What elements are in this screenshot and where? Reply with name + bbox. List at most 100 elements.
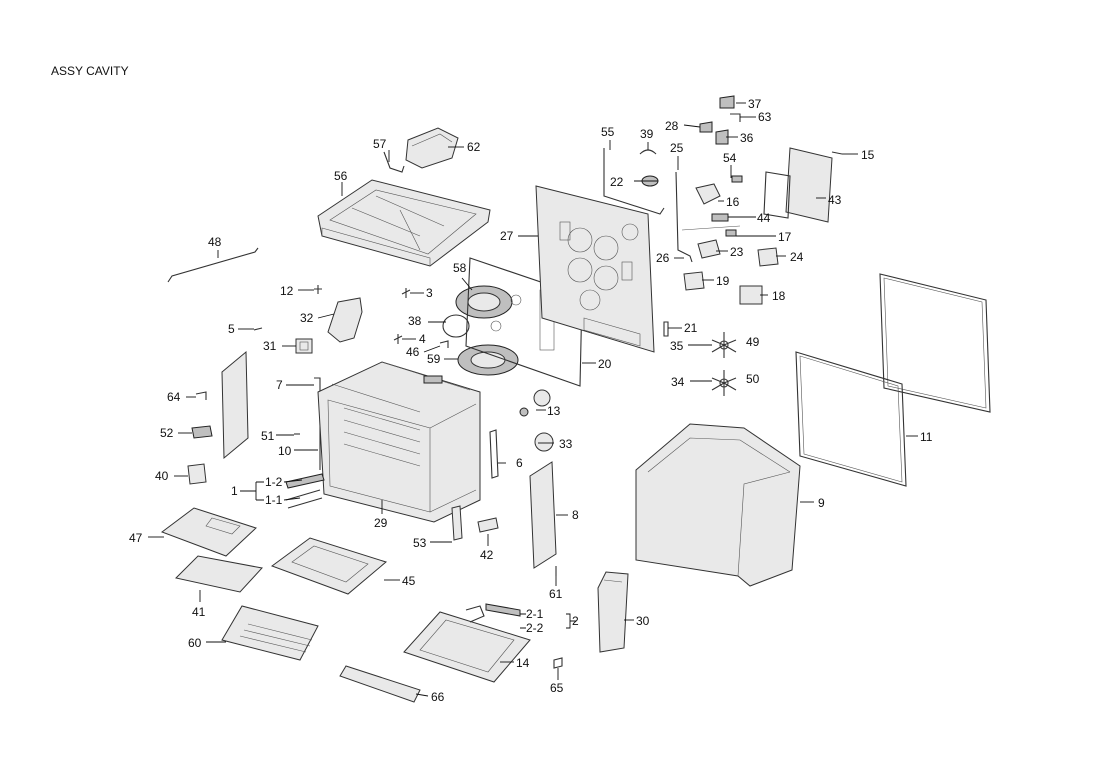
part-37-sensor <box>719 95 735 109</box>
part-2-element <box>485 603 521 617</box>
callout-19: 19 <box>716 274 730 288</box>
callout-63: 63 <box>758 110 772 124</box>
callout-65: 65 <box>550 681 564 695</box>
leader-lines <box>148 102 918 697</box>
callout-24: 24 <box>790 250 804 264</box>
part-12-screw <box>314 285 322 294</box>
callout-59: 59 <box>427 352 441 366</box>
part-43-pcb <box>785 147 833 223</box>
part-16-heater <box>695 183 721 205</box>
callout-55: 55 <box>601 125 615 139</box>
part-49-fan-blade <box>711 332 737 358</box>
part-15-screw <box>831 151 843 155</box>
part-36-sensor <box>715 129 729 145</box>
callout-14: 14 <box>516 656 530 670</box>
part-32-bracket <box>327 297 363 343</box>
part-62-duct <box>405 127 459 169</box>
part-47-plate <box>160 507 257 557</box>
callout-3: 3 <box>426 286 433 300</box>
callout-62: 62 <box>467 140 481 154</box>
callout-38: 38 <box>408 314 422 328</box>
part-14-bottom-tray <box>403 611 531 683</box>
callout-54: 54 <box>723 151 737 165</box>
part-50-fan-blade <box>711 370 737 396</box>
part-29-oven-cavity <box>317 361 481 523</box>
callout-1-2: 1-2 <box>265 475 283 489</box>
part-28-sensor <box>699 121 713 133</box>
part-5-pin <box>253 327 263 331</box>
part-2-2-element <box>465 605 485 623</box>
callout-39: 39 <box>640 127 654 141</box>
callout-48: 48 <box>208 235 222 249</box>
part-38-ring <box>442 314 470 338</box>
part-56-top-cover <box>317 179 491 267</box>
part-31-frame <box>295 338 313 354</box>
callout-17: 17 <box>778 230 792 244</box>
page-title: ASSY CAVITY <box>51 64 129 78</box>
part-9-outer-wrap <box>635 423 801 587</box>
callout-16: 16 <box>726 195 740 209</box>
part-18-housing <box>739 285 763 305</box>
callout-22: 22 <box>610 175 624 189</box>
callout-51: 51 <box>261 429 275 443</box>
callout-28: 28 <box>665 119 679 133</box>
part-55-rod <box>603 148 665 215</box>
callout-2-1: 2-1 <box>526 607 544 621</box>
callout-26: 26 <box>656 251 670 265</box>
callout-44: 44 <box>757 211 771 225</box>
callout-2: 2 <box>572 614 579 628</box>
part-left-side-panel <box>221 350 249 460</box>
callout-5: 5 <box>228 322 235 336</box>
callout-labels: 48 57 62 56 12 3 32 5 38 4 31 46 59 58 7… <box>129 97 933 704</box>
callout-37: 37 <box>748 97 762 111</box>
part-27-back-panel <box>535 185 655 353</box>
part-48-wire <box>167 247 259 283</box>
part-44-part <box>711 213 729 222</box>
callout-47: 47 <box>129 531 143 545</box>
part-33-lamp <box>534 432 554 452</box>
part-65-clip <box>553 657 563 669</box>
callout-9: 9 <box>818 496 825 510</box>
callout-10: 10 <box>278 444 292 458</box>
part-63-bracket <box>730 113 741 122</box>
callout-58: 58 <box>453 261 467 275</box>
part-3-screw <box>401 288 411 298</box>
callout-57: 57 <box>373 137 387 151</box>
callout-1-1: 1-1 <box>265 493 283 507</box>
part-23-relay <box>697 239 721 259</box>
callout-60: 60 <box>188 636 202 650</box>
callout-23: 23 <box>730 245 744 259</box>
callout-30: 30 <box>636 614 650 628</box>
callout-13: 13 <box>547 404 561 418</box>
callout-4: 4 <box>419 332 426 346</box>
part-24-block <box>757 247 779 267</box>
callout-42: 42 <box>480 548 494 562</box>
part-40-part <box>187 463 207 485</box>
callout-49: 49 <box>746 335 760 349</box>
callout-12: 12 <box>280 284 294 298</box>
part-53-bracket <box>451 505 463 541</box>
callout-41: 41 <box>192 605 206 619</box>
callout-50: 50 <box>746 372 760 386</box>
part-39-clip <box>639 149 657 155</box>
part-64-part <box>195 391 207 400</box>
callout-35: 35 <box>670 339 684 353</box>
part-7-rod <box>314 377 321 470</box>
part-4-screw <box>393 334 403 344</box>
part-41-plate <box>174 555 263 593</box>
callout-61: 61 <box>549 587 563 601</box>
callout-27: 27 <box>500 229 514 243</box>
callout-40: 40 <box>155 469 169 483</box>
callout-11: 11 <box>920 430 933 444</box>
part-45-bottom-plate <box>270 537 388 595</box>
part-52-part <box>191 425 213 439</box>
part-54-part <box>731 175 743 183</box>
callout-1: 1 <box>231 484 238 498</box>
callout-21: 21 <box>684 321 698 335</box>
part-11-gasket-front <box>795 351 907 487</box>
callout-32: 32 <box>300 311 314 325</box>
callout-43: 43 <box>828 193 842 207</box>
callout-53: 53 <box>413 536 427 550</box>
callout-31: 31 <box>263 339 277 353</box>
